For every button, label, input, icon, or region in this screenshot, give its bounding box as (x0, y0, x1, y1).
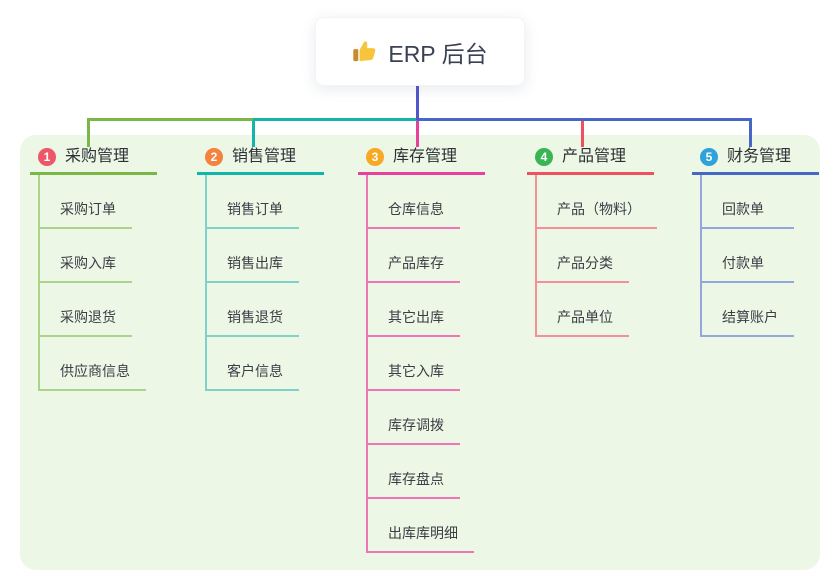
connector-drop-line (87, 118, 90, 147)
branch-title[interactable]: 5 财务管理 (692, 147, 820, 175)
tree-node[interactable]: 产品单位 (537, 283, 629, 337)
root-title: ERP 后台 (388, 40, 488, 67)
connector-horizontal-line (253, 118, 417, 121)
branch-title[interactable]: 1 采购管理 (30, 147, 158, 175)
branch-label: 财务管理 (727, 148, 792, 165)
tree-node[interactable]: 回款单 (702, 175, 794, 229)
connector-drop-line (416, 118, 419, 147)
branch-number-badge: 5 (700, 148, 718, 166)
branch-3: 3 库存管理仓库信息产品库存其它出库其它入库库存调拨库存盘点出库库明细 (358, 147, 486, 553)
tree-node[interactable]: 销售订单 (207, 175, 299, 229)
tree-node[interactable]: 付款单 (702, 229, 794, 283)
tree-node[interactable]: 销售出库 (207, 229, 299, 283)
branch-number-badge: 2 (205, 148, 223, 166)
branch-number-badge: 3 (366, 148, 384, 166)
branch-title[interactable]: 4 产品管理 (527, 147, 655, 175)
branch-children: 回款单付款单结算账户 (700, 175, 794, 337)
root-stem-line (416, 84, 419, 120)
branch-children: 仓库信息产品库存其它出库其它入库库存调拨库存盘点出库库明细 (366, 175, 474, 553)
branch-1: 1 采购管理采购订单采购入库采购退货供应商信息 (30, 147, 158, 391)
tree-node[interactable]: 产品（物料） (537, 175, 657, 229)
tree-node[interactable]: 仓库信息 (368, 175, 460, 229)
branch-title[interactable]: 2 销售管理 (197, 147, 325, 175)
connector-horizontal-line (87, 118, 253, 121)
tree-node[interactable]: 结算账户 (702, 283, 794, 337)
root-node[interactable]: ERP 后台 (315, 17, 525, 86)
tree-node[interactable]: 其它出库 (368, 283, 460, 337)
branch-label: 库存管理 (393, 148, 458, 165)
branch-2: 2 销售管理销售订单销售出库销售退货客户信息 (197, 147, 325, 391)
tree-node[interactable]: 采购退货 (40, 283, 132, 337)
branch-children: 采购订单采购入库采购退货供应商信息 (38, 175, 146, 391)
connector-drop-line (252, 118, 255, 147)
tree-node[interactable]: 出库库明细 (368, 499, 474, 553)
tree-node[interactable]: 产品库存 (368, 229, 460, 283)
tree-node[interactable]: 销售退货 (207, 283, 299, 337)
tree-node[interactable]: 客户信息 (207, 337, 299, 391)
tree-node[interactable]: 供应商信息 (40, 337, 146, 391)
connector-drop-line (749, 118, 752, 147)
branch-label: 销售管理 (232, 148, 297, 165)
branch-children: 产品（物料）产品分类产品单位 (535, 175, 657, 337)
tree-node[interactable]: 产品分类 (537, 229, 629, 283)
branch-label: 产品管理 (562, 148, 627, 165)
branch-number-badge: 1 (38, 148, 56, 166)
tree-node[interactable]: 库存调拨 (368, 391, 460, 445)
thumbs-up-icon (352, 39, 378, 65)
tree-node[interactable]: 采购入库 (40, 229, 132, 283)
branch-4: 4 产品管理产品（物料）产品分类产品单位 (527, 147, 657, 337)
branch-5: 5 财务管理回款单付款单结算账户 (692, 147, 820, 337)
tree-node[interactable]: 库存盘点 (368, 445, 460, 499)
connector-drop-line (581, 118, 584, 147)
tree-node[interactable]: 采购订单 (40, 175, 132, 229)
connector-horizontal-line (417, 118, 751, 121)
branch-number-badge: 4 (535, 148, 553, 166)
branch-label: 采购管理 (65, 148, 130, 165)
tree-node[interactable]: 其它入库 (368, 337, 460, 391)
branch-children: 销售订单销售出库销售退货客户信息 (205, 175, 299, 391)
branch-title[interactable]: 3 库存管理 (358, 147, 486, 175)
